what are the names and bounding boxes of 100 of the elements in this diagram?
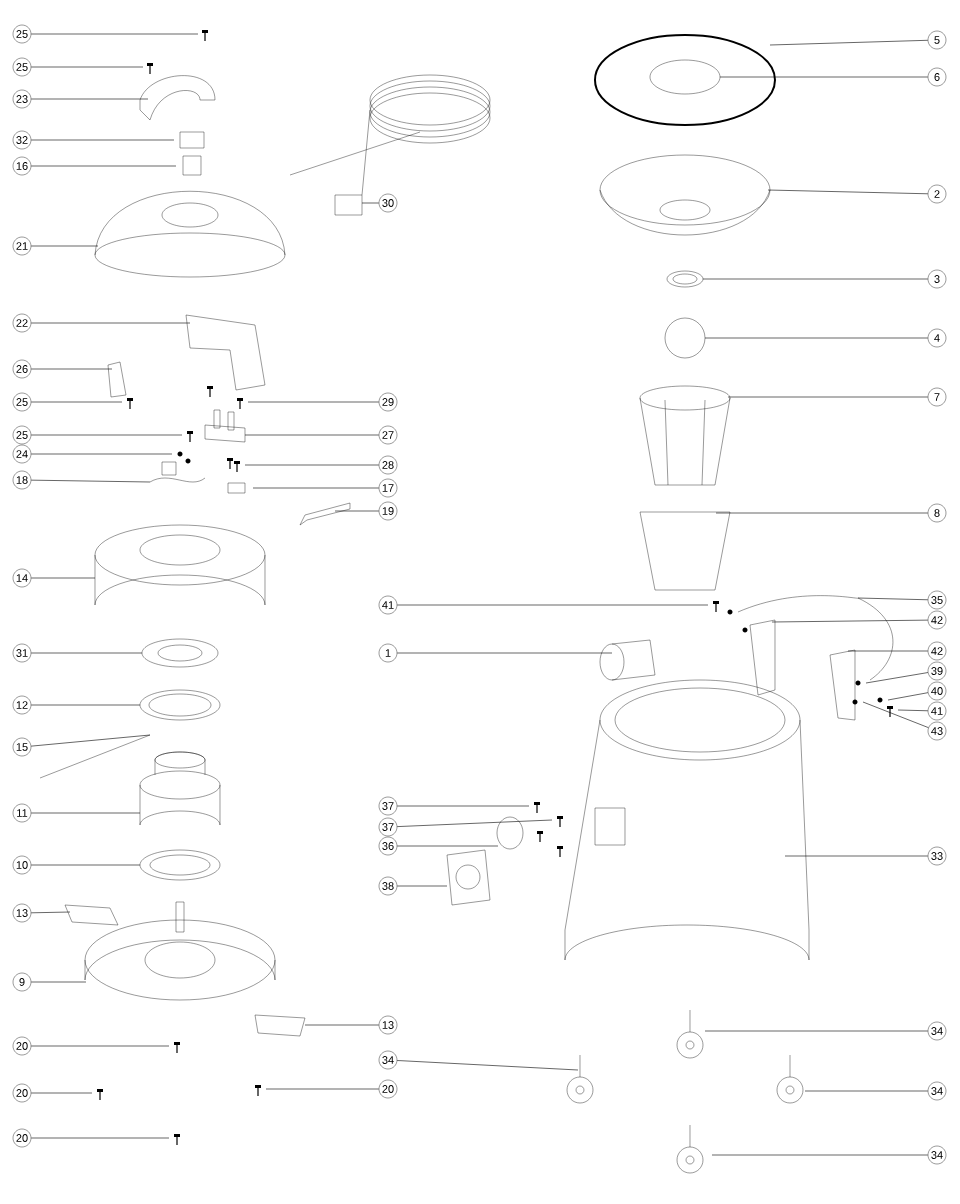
callout-number: 28 (378, 455, 398, 475)
leader-line (784, 855, 929, 857)
callout-number: 23 (12, 89, 32, 109)
leader-line (30, 165, 177, 167)
leader-line (334, 510, 380, 512)
callout-number: 35 (927, 590, 947, 610)
leader-line (727, 396, 929, 398)
leader-line (887, 692, 929, 701)
leader-line (252, 487, 380, 489)
leader-line (30, 812, 141, 814)
leader-line (396, 885, 448, 887)
leader-line (30, 911, 71, 914)
callout-number: 25 (12, 57, 32, 77)
callout-number: 20 (12, 1036, 32, 1056)
leader-line (711, 1154, 929, 1156)
leader-line (862, 701, 929, 728)
leader-line (30, 864, 141, 866)
callout-number: 34 (927, 1081, 947, 1101)
callout-number: 2 (927, 184, 947, 204)
callout-number: 13 (12, 903, 32, 923)
leader-line (30, 1045, 170, 1047)
leader-line (30, 981, 87, 983)
leader-line (804, 1090, 929, 1092)
callout-number: 36 (378, 836, 398, 856)
callout-number: 30 (378, 193, 398, 213)
callout-number: 26 (12, 359, 32, 379)
callout-number: 25 (12, 425, 32, 445)
leader-line (767, 189, 929, 195)
leader-line (30, 434, 183, 436)
callout-number: 16 (12, 156, 32, 176)
callout-number: 12 (12, 695, 32, 715)
leader-line (769, 40, 929, 46)
callout-number: 21 (12, 236, 32, 256)
callout-number: 22 (12, 313, 32, 333)
callout-number: 20 (378, 1079, 398, 1099)
leader-line (702, 278, 929, 280)
callout-number: 34 (927, 1145, 947, 1165)
callout-number: 29 (378, 392, 398, 412)
leader-line (30, 1092, 93, 1094)
leader-line (396, 805, 530, 807)
leader-line (304, 1024, 380, 1026)
leader-line (771, 619, 929, 623)
callout-number: 3 (927, 269, 947, 289)
callout-number: 11 (12, 803, 32, 823)
leader-line (30, 1137, 170, 1139)
leader-line (30, 322, 191, 324)
callout-number: 33 (927, 846, 947, 866)
leader-line (865, 672, 929, 684)
callout-number: 39 (927, 661, 947, 681)
leader-line (30, 139, 175, 141)
callout-number: 27 (378, 425, 398, 445)
leader-line (265, 1088, 380, 1090)
leader-line (247, 401, 380, 403)
leader-line (30, 734, 151, 747)
leader-line (396, 604, 709, 606)
callout-number: 8 (927, 503, 947, 523)
leader-line (30, 245, 99, 247)
callout-number: 13 (378, 1015, 398, 1035)
leader-line (30, 453, 173, 455)
leader-line (30, 66, 144, 68)
leader-line (847, 650, 929, 652)
callout-number: 25 (12, 24, 32, 44)
callout-number: 37 (378, 796, 398, 816)
leader-line (396, 819, 553, 827)
leader-line (396, 845, 499, 847)
callout-number: 18 (12, 470, 32, 490)
callout-number: 4 (927, 328, 947, 348)
leader-line (30, 98, 149, 100)
callout-number: 43 (927, 721, 947, 741)
callout-number: 42 (927, 610, 947, 630)
leader-line (361, 202, 380, 204)
callout-number: 37 (378, 817, 398, 837)
callout-number: 10 (12, 855, 32, 875)
leader-line (704, 337, 929, 339)
callout-number: 31 (12, 643, 32, 663)
leader-line (396, 1060, 579, 1071)
callout-number: 20 (12, 1083, 32, 1103)
leader-line (30, 704, 141, 706)
callout-number: 5 (927, 30, 947, 50)
leader-line (30, 479, 151, 483)
callout-number: 15 (12, 737, 32, 757)
leader-line (244, 434, 380, 436)
callout-number: 34 (927, 1021, 947, 1041)
callout-number: 41 (378, 595, 398, 615)
leader-line (30, 33, 199, 35)
leader-line (30, 368, 113, 370)
leader-line (244, 464, 380, 466)
callout-number: 42 (927, 641, 947, 661)
leader-line (715, 512, 929, 514)
callout-number: 9 (12, 972, 32, 992)
callout-number: 40 (927, 681, 947, 701)
leader-line (719, 76, 929, 78)
leader-line (897, 709, 929, 712)
callout-number: 34 (378, 1050, 398, 1070)
callout-number: 41 (927, 701, 947, 721)
leader-line (30, 652, 143, 654)
callout-number: 6 (927, 67, 947, 87)
callout-number: 14 (12, 568, 32, 588)
leader-line (857, 597, 929, 601)
leader-line (30, 577, 96, 579)
